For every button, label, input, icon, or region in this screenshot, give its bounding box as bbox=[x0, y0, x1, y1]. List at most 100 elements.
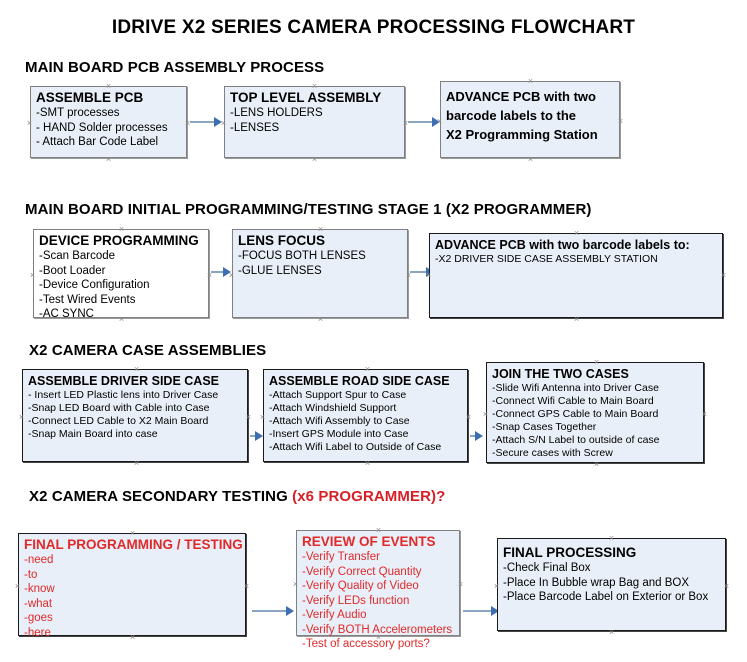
flow-box-line: -to bbox=[24, 568, 38, 581]
connection-handle-top[interactable] bbox=[527, 78, 534, 85]
connection-handle-right[interactable] bbox=[720, 272, 727, 279]
flow-box-title: FINAL PROCESSING bbox=[503, 545, 637, 560]
flow-box-final-programming-testing[interactable]: FINAL PROGRAMMING / TESTING -need -to -k… bbox=[18, 530, 246, 639]
flow-box-assemble-road-side-case[interactable]: ASSEMBLE ROAD SIDE CASE -Attach Support … bbox=[263, 369, 468, 462]
connection-handle-right[interactable] bbox=[405, 272, 412, 279]
connection-handle-left[interactable] bbox=[436, 118, 443, 125]
connection-handle-bottom[interactable] bbox=[105, 156, 112, 163]
connection-handle-left[interactable] bbox=[493, 583, 500, 590]
flow-box-title: ADVANCE PCB with two barcode labels to: bbox=[435, 238, 690, 252]
flow-box-final-processing[interactable]: FINAL PROCESSING -Check Final Box -Place… bbox=[497, 538, 726, 631]
connection-handle-top[interactable] bbox=[133, 366, 140, 373]
flow-box-title: ASSEMBLE DRIVER SIDE CASE bbox=[28, 374, 220, 388]
flow-box-line: -Attach Support Spur to Case bbox=[269, 389, 407, 401]
flow-box-title: DEVICE PROGRAMMING bbox=[39, 233, 199, 248]
flow-box-line: -Place Barcode Label on Exterior or Box bbox=[503, 591, 709, 603]
connection-handle-bottom[interactable] bbox=[527, 156, 534, 163]
section-heading-x2-camera-secondary-testing: X2 CAMERA SECONDARY TESTING (x6 PROGRAMM… bbox=[29, 488, 445, 505]
connection-handle-right[interactable] bbox=[723, 583, 730, 590]
flow-box-line: -Verify BOTH Accelerometers bbox=[302, 623, 453, 636]
connection-handle-right[interactable] bbox=[243, 583, 250, 590]
connection-handle-top[interactable] bbox=[375, 527, 382, 534]
flow-box-advance-pcb-to-driver-side-case-assembly[interactable]: ADVANCE PCB with two barcode labels to: … bbox=[429, 233, 723, 318]
flow-box-line: -Place In Bubble wrap Bag and BOX bbox=[503, 576, 690, 589]
connection-handle-right[interactable] bbox=[465, 414, 472, 421]
connection-handle-right[interactable] bbox=[457, 581, 464, 588]
flow-box-line-overflow: -Test of accessory ports? bbox=[302, 638, 430, 650]
flow-box-line: -LENS HOLDERS bbox=[230, 107, 323, 119]
flow-box-line: -know bbox=[24, 583, 55, 595]
connection-handle-top[interactable] bbox=[364, 366, 371, 373]
connection-handle-bottom[interactable] bbox=[129, 634, 136, 641]
flow-box-assemble-pcb[interactable]: ASSEMBLE PCB -SMT processes - HAND Solde… bbox=[30, 86, 187, 158]
page-title: IDRIVE X2 SERIES CAMERA PROCESSING FLOWC… bbox=[111, 17, 636, 38]
flow-box-assemble-driver-side-case[interactable]: ASSEMBLE DRIVER SIDE CASE - Insert LED P… bbox=[22, 369, 248, 462]
section-heading-accent: (x6 PROGRAMMER)? bbox=[292, 488, 446, 505]
connector-arrowhead bbox=[255, 431, 263, 441]
connection-handle-left[interactable] bbox=[18, 414, 25, 421]
connection-handle-right[interactable] bbox=[245, 414, 252, 421]
flow-box-line: -Boot Loader bbox=[39, 264, 106, 277]
flow-box-line: -Verify LEDs function bbox=[302, 594, 410, 607]
connection-handle-top[interactable] bbox=[118, 226, 125, 233]
connection-handle-left[interactable] bbox=[259, 414, 266, 421]
connection-handle-right[interactable] bbox=[617, 118, 624, 125]
connection-handle-bottom[interactable] bbox=[608, 629, 615, 636]
section-heading-main-board-pcb-assembly: MAIN BOARD PCB ASSEMBLY PROCESS bbox=[25, 59, 324, 76]
connector-line bbox=[410, 271, 428, 273]
connection-handle-top[interactable] bbox=[129, 530, 136, 537]
connection-handle-top[interactable] bbox=[317, 226, 324, 233]
flow-box-paragraph-line: X2 Programming Station bbox=[446, 127, 598, 142]
flow-box-lens-focus[interactable]: LENS FOCUS -FOCUS BOTH LENSES -GLUE LENS… bbox=[232, 229, 408, 318]
connection-handle-bottom[interactable] bbox=[573, 316, 580, 323]
connector-line bbox=[190, 121, 216, 123]
flow-box-review-of-events[interactable]: REVIEW OF EVENTS -Verify Transfer -Verif… bbox=[296, 527, 460, 650]
connector-line bbox=[252, 610, 288, 612]
connection-handle-left[interactable] bbox=[292, 581, 299, 588]
connection-handle-left[interactable] bbox=[29, 272, 36, 279]
connection-handle-bottom[interactable] bbox=[317, 316, 324, 323]
connection-handle-left[interactable] bbox=[220, 120, 227, 127]
connection-handle-left[interactable] bbox=[425, 272, 432, 279]
flow-box-advance-pcb-to-x2-programming-station[interactable]: ADVANCE PCB with two barcode labels to t… bbox=[440, 81, 620, 158]
connection-handle-right[interactable] bbox=[701, 411, 708, 418]
flow-box-line: -Snap Main Board into case bbox=[28, 428, 158, 440]
section-heading-x2-camera-case-assemblies: X2 CAMERA CASE ASSEMBLIES bbox=[29, 342, 266, 359]
connector-line bbox=[408, 121, 434, 123]
connector-arrowhead bbox=[491, 606, 499, 616]
connection-handle-right[interactable] bbox=[206, 272, 213, 279]
flow-box-title: FINAL PROGRAMMING / TESTING bbox=[24, 537, 243, 552]
section-heading-text: X2 CAMERA CASE ASSEMBLIES bbox=[29, 342, 267, 359]
flow-box-line: -Scan Barcode bbox=[39, 250, 116, 262]
flow-box-top-level-assembly[interactable]: TOP LEVEL ASSEMBLY -LENS HOLDERS -LENSES bbox=[224, 86, 405, 158]
connection-handle-bottom[interactable] bbox=[375, 634, 382, 641]
flow-box-line: - HAND Solder processes bbox=[36, 121, 168, 134]
flow-box-line: -Attach Wifi Label to Outside of Case bbox=[269, 441, 442, 453]
flow-box-line: -Verify Audio bbox=[302, 609, 367, 621]
connection-handle-bottom[interactable] bbox=[311, 156, 318, 163]
connection-handle-top[interactable] bbox=[311, 83, 318, 90]
connection-handle-left[interactable] bbox=[26, 120, 33, 127]
connection-handle-left[interactable] bbox=[228, 272, 235, 279]
flow-box-line: -Attach Windshield Support bbox=[269, 402, 397, 414]
connection-handle-left[interactable] bbox=[14, 583, 21, 590]
flow-box-join-the-two-cases[interactable]: JOIN THE TWO CASES -Slide Wifi Antenna i… bbox=[486, 362, 704, 463]
flow-box-line: - Attach Bar Code Label bbox=[36, 136, 159, 148]
flow-box-title: JOIN THE TWO CASES bbox=[492, 367, 629, 381]
connection-handle-top[interactable] bbox=[608, 535, 615, 542]
connection-handle-top[interactable] bbox=[593, 359, 600, 366]
connection-handle-top[interactable] bbox=[105, 83, 112, 90]
connector-line bbox=[211, 271, 225, 273]
flow-box-title: ASSEMBLE ROAD SIDE CASE bbox=[269, 374, 450, 388]
flow-box-title: LENS FOCUS bbox=[238, 233, 326, 248]
flow-box-device-programming[interactable]: DEVICE PROGRAMMING -Scan Barcode -Boot L… bbox=[33, 226, 209, 320]
flow-box-line: -need bbox=[24, 554, 54, 566]
flow-box-line: -Snap LED Board with Cable into Case bbox=[28, 402, 210, 414]
connection-handle-left[interactable] bbox=[482, 411, 489, 418]
connection-handle-top[interactable] bbox=[573, 230, 580, 237]
connection-handle-bottom[interactable] bbox=[133, 460, 140, 467]
connection-handle-bottom[interactable] bbox=[593, 461, 600, 468]
connection-handle-bottom[interactable] bbox=[118, 316, 125, 323]
connection-handle-bottom[interactable] bbox=[364, 460, 371, 467]
